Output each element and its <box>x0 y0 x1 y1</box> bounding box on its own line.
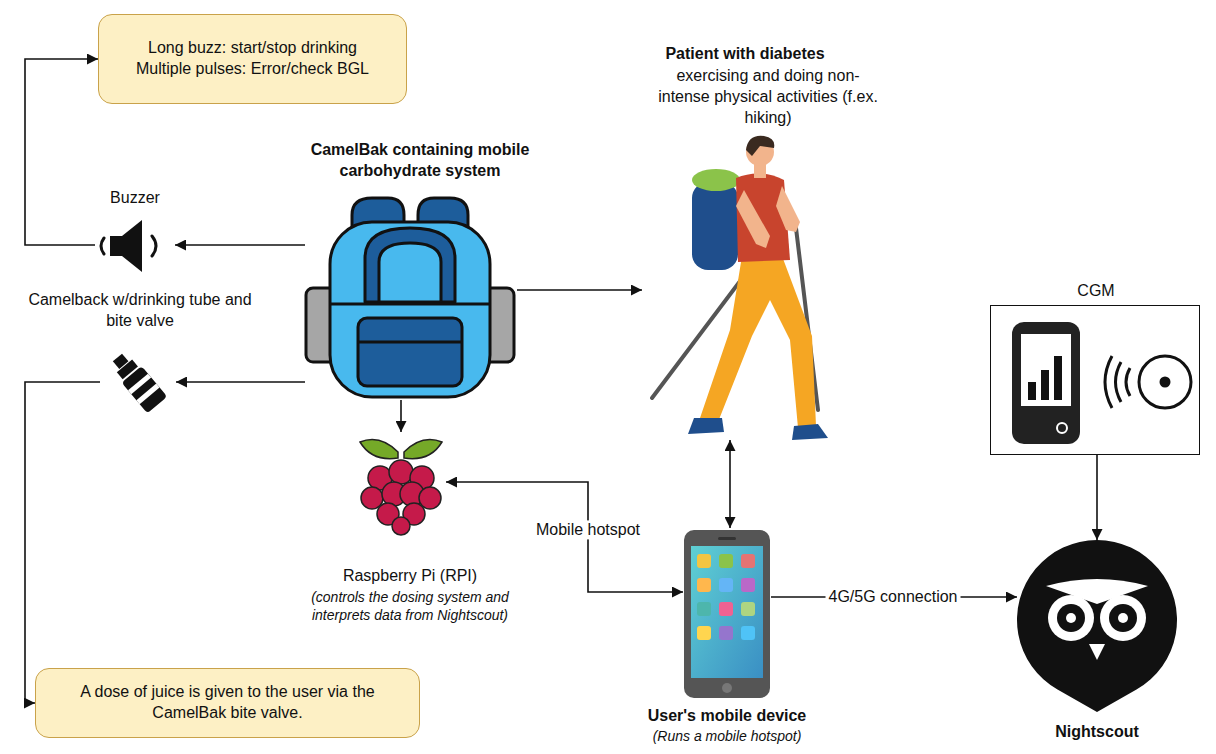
connector-arrow <box>176 381 305 383</box>
buzzer-node: Buzzer <box>95 215 175 275</box>
cgm-frame: CGM <box>990 305 1200 455</box>
app-icon <box>741 554 755 568</box>
mobile-phone-icon <box>684 530 770 698</box>
patient-node: Patient with diabetesexercising and doin… <box>642 132 832 440</box>
backpack-icon <box>306 198 514 397</box>
connector-arrow <box>729 440 731 528</box>
bite-valve-node: Camelback w/drinking tube and bite valve <box>100 350 176 414</box>
cgm-receiver-icon <box>1012 322 1080 444</box>
note-text: Multiple pulses: Error/check BGL <box>136 59 369 80</box>
bite-valve-icon <box>107 349 167 413</box>
phone-node: User's mobile device(Runs a mobile hotsp… <box>683 528 771 700</box>
backpack-node: CamelBak containing mobile carbohydrate … <box>305 196 517 400</box>
connector-arrow <box>25 382 100 703</box>
note-box: Long buzz: start/stop drinkingMultiple p… <box>98 14 407 104</box>
cgm-sensor-icon <box>1105 356 1191 408</box>
node-title: Buzzer <box>90 188 180 209</box>
app-icon <box>719 626 733 640</box>
connector-arrow <box>446 482 683 592</box>
app-icon <box>741 578 755 592</box>
connector-arrow <box>517 289 642 291</box>
app-icon <box>697 626 711 640</box>
connector-label: 4G/5G connection <box>826 587 961 606</box>
nightscout-node: Nightscout <box>1017 540 1177 712</box>
app-icon <box>741 626 755 640</box>
app-icon <box>741 602 755 616</box>
buzzer-icon <box>101 220 156 272</box>
node-title: Nightscout <box>1017 722 1177 743</box>
connector-arrow <box>175 244 305 246</box>
node-title: CamelBak containing mobile carbohydrate … <box>295 140 545 182</box>
note-text: Long buzz: start/stop drinking <box>148 38 357 59</box>
note-box: A dose of juice is given to the user via… <box>35 668 420 738</box>
app-icon <box>719 578 733 592</box>
connector-arrow <box>400 400 402 432</box>
node-title: Patient with diabetes <box>625 44 865 65</box>
raspberry-pi-node: Raspberry Pi (RPI)(controls the dosing s… <box>356 432 446 538</box>
node-title: Raspberry Pi (RPI) <box>295 566 525 587</box>
node-description: (Runs a mobile hotspot) <box>617 727 837 745</box>
node-description: (controls the dosing system and interpre… <box>290 588 530 624</box>
node-title: Camelback w/drinking tube and bite valve <box>28 290 253 332</box>
raspberry-pi-logo <box>360 440 442 535</box>
hiker-figure <box>652 136 828 440</box>
node-description: exercising and doing non-intense physica… <box>654 66 882 128</box>
frame-heading: CGM <box>1056 281 1136 302</box>
node-title: User's mobile device <box>617 706 837 727</box>
nightscout-logo <box>1017 540 1177 712</box>
note-text: A dose of juice is given to the user via… <box>48 682 407 724</box>
app-icon <box>719 602 733 616</box>
app-icon <box>697 554 711 568</box>
app-icon <box>719 554 733 568</box>
connector-arrow <box>25 59 98 245</box>
connector-arrow <box>1096 455 1098 540</box>
app-icon <box>697 578 711 592</box>
connector-label: Mobile hotspot <box>533 520 643 539</box>
app-icon <box>697 602 711 616</box>
